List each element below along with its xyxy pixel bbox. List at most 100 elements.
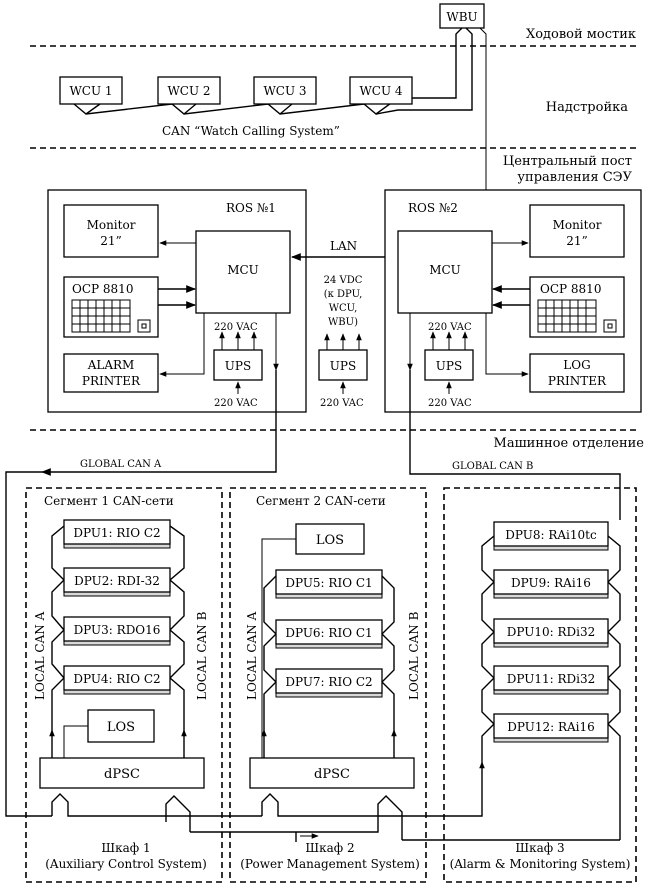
ros1-ups: UPS: [213, 349, 263, 381]
svg-text:UPS: UPS: [436, 359, 462, 373]
svg-text:MCU: MCU: [429, 263, 461, 277]
svg-text:21”: 21”: [566, 234, 587, 248]
ros1-alarm-printer: ALARM PRINTER: [63, 353, 159, 393]
svg-text:PRINTER: PRINTER: [82, 374, 141, 388]
ros1-mcu: MCU: [195, 230, 291, 314]
svg-text:21”: 21”: [100, 234, 121, 248]
svg-text:OCP 8810: OCP 8810: [540, 282, 601, 296]
cabinet-2-los: LOS: [295, 523, 365, 555]
cabinet-1-local-can-a: [51, 525, 65, 758]
svg-text:ALARM: ALARM: [87, 358, 135, 372]
svg-text:DPU9: RAi16: DPU9: RAi16: [511, 576, 591, 590]
svg-text:DPU11: RDi32: DPU11: RDi32: [507, 672, 596, 686]
svg-text:WBU: WBU: [446, 10, 477, 24]
ros2-mcu-to-printer: [485, 313, 529, 377]
svg-text:DPU5: RIO C1: DPU5: RIO C1: [285, 576, 372, 590]
cabinet-1-dpu-3: DPU3: RDO16: [63, 616, 171, 646]
svg-text:UPS: UPS: [330, 359, 356, 373]
ros2-ocp: OCP 8810: [529, 276, 625, 338]
ros1-ocp-keypad-grid: [72, 300, 130, 332]
cabinet-1-dpu-1: DPU1: RIO C2: [63, 519, 171, 549]
svg-text:ROS №1: ROS №1: [226, 201, 276, 215]
cabinet-2-los-link: [261, 538, 296, 758]
wbu-box: WBU: [439, 3, 485, 29]
global-can-a-line: [41, 370, 277, 476]
center-ups: UPS: [318, 349, 368, 381]
svg-text:DPU10: RDi32: DPU10: RDi32: [507, 625, 596, 639]
cabinet-1-dpu-2: DPU2: RDI-32: [63, 567, 171, 597]
vdc-label-4: WBU): [328, 317, 358, 328]
global-can-b-dpsc1-tap: [165, 795, 191, 832]
global-can-a-label: GLOBAL CAN A: [80, 459, 162, 470]
ros1-monitor: Monitor 21”: [63, 204, 159, 258]
svg-text:ROS №2: ROS №2: [408, 201, 458, 215]
cabinet-1-local-can-b: [168, 525, 185, 758]
svg-text:dPSC: dPSC: [104, 767, 140, 782]
wcu-4-box: WCU 4: [349, 76, 413, 105]
zone-label-bridge: Ходовой мостик: [526, 27, 636, 42]
ros2-ocp-keypad-grid: [538, 300, 596, 332]
cabinet-1-name: Шкаф 1: [101, 841, 150, 855]
ros1-ocp-button: [137, 319, 151, 333]
cabinet-1-system: (Auxiliary Control System): [45, 857, 207, 871]
cabinet-1-local-can-a-label: LOCAL CAN A: [33, 611, 47, 700]
cabinet-1-los: LOS: [87, 709, 155, 743]
vdc-label-2: (к DPU,: [324, 289, 363, 300]
ros2-vac-out: 220 VAC: [428, 398, 472, 409]
svg-text:LOS: LOS: [316, 533, 344, 548]
svg-text:PRINTER: PRINTER: [548, 374, 607, 388]
cabinet-2-segment-title: Сегмент 2 CAN-сети: [256, 494, 386, 508]
ros1-mcu-to-printer: [159, 313, 205, 377]
cabinet-3-system: (Alarm & Monitoring System): [450, 857, 631, 871]
cabinet-1-dpsc: dPSC: [39, 757, 205, 789]
svg-text:DPU4: RIO C2: DPU4: RIO C2: [73, 672, 160, 686]
svg-text:WCU 1: WCU 1: [69, 84, 112, 98]
cabinet-2-dpu-6: DPU6: RIO C1: [275, 619, 383, 649]
cabinet-3-can-left: [481, 535, 495, 760]
ros2-ups: UPS: [424, 349, 474, 381]
svg-text:MCU: MCU: [227, 263, 259, 277]
svg-text:DPU8: RAi10tc: DPU8: RAi10tc: [505, 528, 597, 542]
cabinet-3-dpu-9: DPU9: RAi16: [493, 569, 609, 599]
cabinet-2-dpsc: dPSC: [249, 757, 415, 789]
svg-text:DPU2: RDI-32: DPU2: RDI-32: [74, 574, 160, 588]
cabinet-2-dpu-7: DPU7: RIO C2: [275, 668, 383, 698]
global-can-a-rail: [5, 471, 52, 817]
ros1-vac-out: 220 VAC: [214, 398, 258, 409]
wbu-link-a: [398, 27, 463, 99]
ros2-monitor: Monitor 21”: [529, 204, 625, 258]
cabinet-2-local-can-a: [263, 575, 277, 758]
cabinet-2-name: Шкаф 2: [305, 841, 354, 855]
wcu-2-box: WCU 2: [157, 76, 221, 105]
global-can-a-dpsc2-tap: [261, 760, 483, 817]
svg-text:LOG: LOG: [563, 358, 590, 372]
wcu-1-box: WCU 1: [59, 76, 123, 105]
svg-text:DPU12: RAi16: DPU12: RAi16: [507, 720, 595, 734]
cabinet-3-can-right: [607, 535, 621, 840]
zone-label-ecr-1: Центральный пост: [503, 154, 632, 169]
cabinet-1-segment-title: Сегмент 1 CAN-сети: [44, 494, 174, 508]
svg-text:WCU 2: WCU 2: [167, 84, 210, 98]
svg-text:DPU6: RIO C1: DPU6: RIO C1: [285, 626, 372, 640]
can-wcs-chain-lower: [85, 103, 399, 115]
cabinet-3-frame: [443, 487, 637, 883]
global-can-b-dpsc2-tap: [190, 795, 403, 840]
svg-text:WCU 4: WCU 4: [359, 84, 402, 98]
zone-label-superstructure: Надстройка: [546, 100, 629, 115]
lan-label: LAN: [330, 239, 357, 253]
cabinet-2-frame: [229, 487, 427, 883]
cabinet-1-los-link: [63, 725, 88, 758]
svg-text:OCP 8810: OCP 8810: [72, 282, 133, 296]
svg-text:WCU 3: WCU 3: [263, 84, 306, 98]
ros2-mcu: MCU: [397, 230, 493, 314]
cabinet-1-dpu-4: DPU4: RIO C2: [63, 665, 171, 695]
cabinet-3-dpu-10: DPU10: RDi32: [493, 618, 609, 648]
cabinet-2-local-can-b-label: LOCAL CAN B: [407, 611, 421, 700]
vdc-label-1: 24 VDC: [324, 275, 363, 286]
svg-text:Monitor: Monitor: [553, 218, 602, 232]
wbu-to-ros2-link: [479, 27, 487, 196]
cabinet-2-dpu-5: DPU5: RIO C1: [275, 569, 383, 599]
cabinet-2-system: (Power Management System): [240, 857, 420, 871]
ros2-vac-in: 220 VAC: [428, 322, 472, 333]
zone-label-ecr-2: управления СЭУ: [517, 170, 632, 185]
